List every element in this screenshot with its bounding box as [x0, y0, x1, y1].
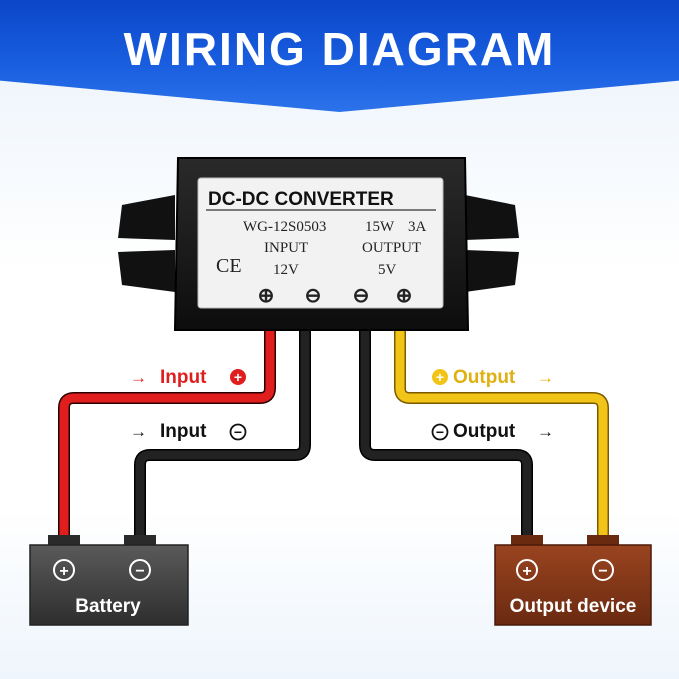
- wire-input-negative: [134, 325, 311, 545]
- terminal-output-positive-icon: ⊕: [396, 285, 413, 307]
- label-input-positive: → Input +: [130, 367, 246, 388]
- ce-mark: CE: [216, 255, 242, 277]
- page-title: WIRING DIAGRAM: [123, 23, 556, 75]
- wire-output-negative: [359, 325, 533, 545]
- output-device-negative-sign: −: [598, 563, 607, 580]
- label-output-positive-arrow: →: [537, 368, 554, 387]
- label-output-negative: − Output →: [431, 421, 554, 442]
- input-positive-sign-icon: [230, 369, 246, 385]
- terminal-input-negative-icon: ⊖: [305, 285, 322, 307]
- label-input-negative: → Input −: [130, 421, 247, 442]
- battery-positive-icon: [53, 559, 75, 581]
- battery: + − Battery: [29, 535, 189, 626]
- battery-positive-sign: +: [59, 563, 68, 580]
- converter-power: 15W: [365, 219, 395, 235]
- converter-model: WG-12S0503: [243, 219, 326, 235]
- label-output-positive-text: Output: [453, 367, 516, 388]
- converter-mount-tabs: [118, 195, 519, 292]
- battery-negative-sign: −: [135, 563, 144, 580]
- output-device-negative-icon: [592, 559, 614, 581]
- converter-input-label: INPUT: [264, 240, 308, 256]
- label-input-negative-sign: −: [234, 424, 242, 440]
- converter-output-label: OUTPUT: [362, 240, 421, 256]
- label-output-negative-sign: −: [436, 424, 444, 440]
- terminal-output-negative-icon: ⊖: [353, 285, 370, 307]
- converter-output-voltage: 5V: [378, 262, 397, 278]
- converter-module: DC-DC CONVERTER WG-12S0503 15W 3A INPUT …: [173, 157, 470, 331]
- label-input-positive-sign: +: [234, 369, 242, 385]
- converter-title: DC-DC CONVERTER: [208, 189, 394, 210]
- output-device-label: Output device: [510, 596, 637, 617]
- battery-negative-icon: [129, 559, 151, 581]
- output-device: + − Output device: [494, 535, 652, 626]
- converter-current: 3A: [408, 219, 427, 235]
- label-input-negative-arrow: →: [130, 422, 147, 441]
- output-device-positive-icon: [516, 559, 538, 581]
- battery-label: Battery: [75, 596, 141, 617]
- label-input-negative-text: Input: [160, 421, 207, 442]
- converter-input-voltage: 12V: [273, 262, 299, 278]
- input-negative-sign-icon: [229, 423, 247, 441]
- wire-input-positive: [58, 325, 276, 545]
- label-input-positive-arrow: →: [130, 368, 147, 387]
- output-positive-sign-icon: [432, 369, 448, 385]
- label-output-positive: + Output →: [432, 367, 554, 388]
- label-output-positive-sign: +: [436, 369, 444, 385]
- wire-output-positive: [394, 325, 609, 545]
- label-output-negative-arrow: →: [537, 422, 554, 441]
- terminal-input-positive-icon: ⊕: [258, 285, 275, 307]
- label-input-positive-text: Input: [160, 367, 207, 388]
- output-device-positive-sign: +: [522, 563, 531, 580]
- label-output-negative-text: Output: [453, 421, 516, 442]
- output-negative-sign-icon: [431, 423, 449, 441]
